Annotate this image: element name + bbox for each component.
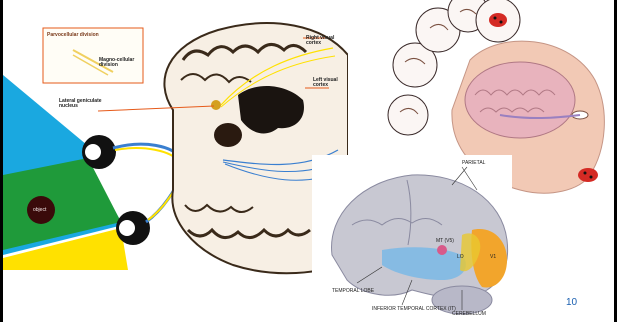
brain-regions-figure: PARIETAL TEMPORAL LOBE INFERIOR TEMPORAL… (312, 155, 512, 322)
page-number: 10 (566, 297, 577, 308)
mt-label: MT (V5) (436, 239, 454, 244)
object-label: object (33, 208, 46, 213)
cerebellum-label: CEREBELLUM (452, 312, 486, 317)
parietal-label: PARIETAL (462, 161, 485, 166)
visual-pathway-illustration (3, 0, 348, 285)
visual-pathway-figure: Parvocellular division Magno-cellular di… (3, 0, 348, 285)
left-visual-cortex-label: Left visual cortex (313, 78, 348, 88)
perception-circle-5 (388, 95, 428, 135)
lgn-marker (211, 100, 221, 110)
ladybug-right (578, 168, 598, 182)
v1-label: V1 (490, 255, 496, 260)
mt-marker (437, 245, 447, 255)
left-eye-highlight (119, 220, 135, 236)
right-eye-highlight (85, 144, 101, 160)
lo-label: LO (457, 255, 464, 260)
midbrain-region (214, 123, 242, 147)
parvocellular-label: Parvocellular division (47, 33, 99, 38)
inferior-temporal-label: INFERIOR TEMPORAL CORTEX (IT) (372, 307, 456, 312)
lgn-label: Lateral geniculate nucleus (59, 99, 104, 109)
ladybug-in-circle (489, 13, 507, 27)
temporal-lobe-label: TEMPORAL LOBE (332, 289, 374, 294)
right-visual-cortex-label: Right visual cortex (306, 36, 346, 46)
brain-shape (465, 62, 575, 138)
magnocellular-label: Magno-cellular division (99, 58, 139, 68)
